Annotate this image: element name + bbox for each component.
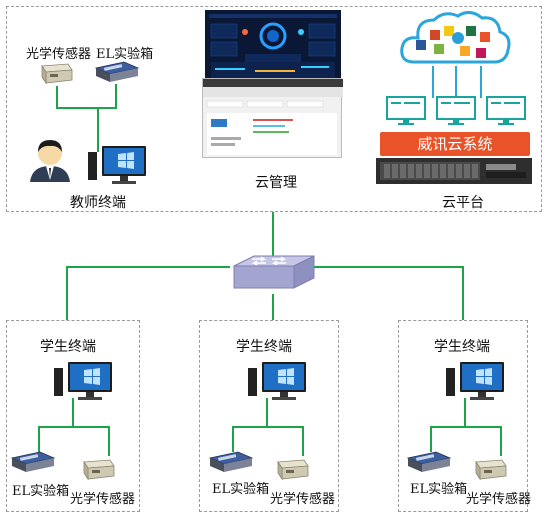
- student-1-el-label: EL实验箱: [12, 484, 70, 499]
- cloud-line-3: [480, 66, 482, 98]
- teacher-connector-v1: [56, 86, 58, 108]
- student-terminal-label-2: 学生终端: [236, 339, 292, 355]
- backbone-right: [314, 266, 464, 268]
- student-1-sensor-label: 光学传感器: [70, 492, 136, 507]
- student-2-vline: [266, 398, 268, 426]
- vm-monitor-2: [436, 96, 476, 126]
- cloud-management-label: 云管理: [255, 175, 297, 191]
- server-icon: [376, 156, 532, 186]
- drop-left: [66, 266, 68, 320]
- student-1-vline: [72, 398, 74, 426]
- student-1-el-box: [10, 450, 56, 474]
- vm-monitor-3: [486, 96, 526, 126]
- student-group-2: [199, 320, 339, 512]
- cloud-management-window: [202, 78, 343, 158]
- student-3-el-label: EL实验箱: [410, 482, 468, 497]
- student-2-optical-sensor: [274, 456, 310, 482]
- student-3-left-drop: [430, 426, 432, 452]
- network-switch-icon: [228, 252, 318, 296]
- vm-monitor-1: [386, 96, 426, 126]
- student-1-optical-sensor: [80, 456, 116, 482]
- teacher-el-box: [94, 60, 140, 84]
- student-3-hline: [430, 426, 502, 428]
- student-2-el-box: [208, 450, 254, 474]
- teacher-avatar-icon: [26, 136, 74, 184]
- teacher-el-label: EL实验箱: [96, 47, 154, 62]
- student-1-left-drop: [38, 426, 40, 452]
- student-group-1: [6, 320, 140, 512]
- student-3-right-drop: [500, 426, 502, 456]
- student-pc-icon-3: [446, 358, 516, 410]
- student-2-sensor-label: 光学传感器: [270, 492, 336, 507]
- backbone-left: [66, 266, 230, 268]
- student-2-el-label: EL实验箱: [212, 482, 270, 497]
- student-3-optical-sensor: [472, 456, 508, 482]
- student-1-hline: [38, 426, 110, 428]
- cloud-management-dashboard: [205, 10, 341, 86]
- student-pc-icon-2: [248, 358, 318, 410]
- student-2-hline: [232, 426, 304, 428]
- student-2-left-drop: [232, 426, 234, 452]
- student-terminal-label-1: 学生终端: [40, 339, 96, 355]
- teacher-sensor-label: 光学传感器: [26, 47, 92, 62]
- cloud-line-2: [455, 66, 457, 98]
- drop-right: [462, 266, 464, 320]
- student-3-sensor-label: 光学传感器: [466, 492, 532, 507]
- top-region: [6, 6, 542, 212]
- cloud-icon: [400, 8, 512, 66]
- teacher-pc-icon: [88, 142, 158, 194]
- student-group-3: [398, 320, 528, 512]
- teacher-terminal-label: 教师终端: [70, 195, 126, 211]
- teacher-connector-down: [97, 108, 99, 152]
- teacher-optical-sensor: [38, 60, 74, 86]
- student-1-right-drop: [108, 426, 110, 456]
- student-terminal-label-3: 学生终端: [434, 339, 490, 355]
- teacher-connector-v2: [115, 84, 117, 108]
- uplink-line: [272, 212, 274, 256]
- cloud-system-banner: 威讯云系统: [380, 132, 530, 156]
- cloud-line-1: [432, 66, 434, 98]
- student-3-el-box: [406, 450, 452, 474]
- student-3-vline: [464, 398, 466, 426]
- teacher-connector-h: [56, 107, 117, 109]
- student-pc-icon-1: [54, 358, 124, 410]
- cloud-platform-label: 云平台: [442, 195, 484, 211]
- student-2-right-drop: [302, 426, 304, 456]
- drop-center: [272, 294, 274, 320]
